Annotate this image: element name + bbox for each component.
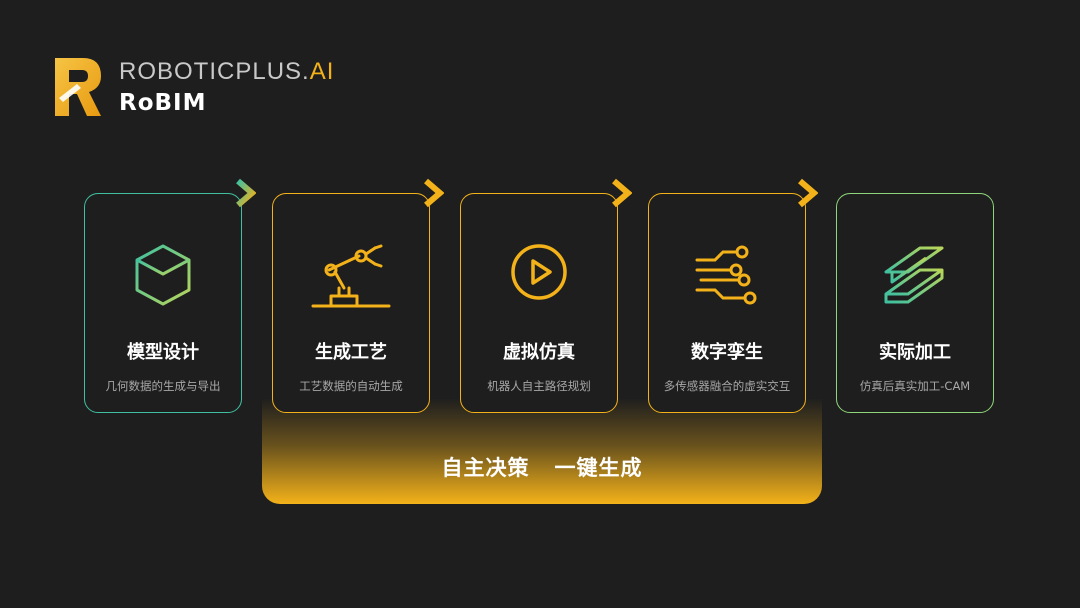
- card-actual-processing: 实际加工 仿真后真实加工-CAM: [836, 193, 994, 413]
- circuit-icon: [695, 245, 757, 305]
- highlight-band: 自主决策 一键生成: [262, 398, 822, 504]
- card-desc: 几何数据的生成与导出: [105, 379, 221, 393]
- brand-company-name: ROBOTICPLUS.AI: [119, 58, 335, 85]
- steel-beam-icon: [884, 246, 944, 304]
- card-title: 虚拟仿真: [503, 342, 575, 363]
- card-desc: 工艺数据的自动生成: [299, 379, 403, 393]
- chevron-right-icon: [612, 178, 632, 208]
- card-title: 模型设计: [127, 342, 199, 363]
- card-desc: 仿真后真实加工-CAM: [859, 379, 971, 393]
- robot-arm-icon: [311, 244, 391, 308]
- brand-header: ROBOTICPLUS.AI RoBIM: [55, 58, 334, 116]
- card-desc: 多传感器融合的虚实交互: [663, 379, 791, 393]
- card-title: 生成工艺: [315, 342, 387, 363]
- card-desc: 机器人自主路径规划: [487, 379, 591, 393]
- card-model-design: 模型设计 几何数据的生成与导出: [84, 193, 242, 413]
- card-generate-process: 生成工艺 工艺数据的自动生成: [272, 193, 430, 413]
- card-title: 实际加工: [879, 342, 951, 363]
- brand-product-name: RoBIM: [119, 90, 207, 116]
- play-icon: [511, 244, 567, 300]
- card-digital-twin: 数字孪生 多传感器融合的虚实交互: [648, 193, 806, 413]
- cube-icon: [135, 244, 191, 306]
- card-title: 数字孪生: [691, 342, 763, 363]
- card-virtual-simulation: 虚拟仿真 机器人自主路径规划: [460, 193, 618, 413]
- chevron-right-icon: [798, 178, 818, 208]
- robotic-plus-logo-icon: [55, 58, 101, 116]
- chevron-right-icon: [236, 178, 256, 208]
- highlight-label: 自主决策 一键生成: [441, 456, 643, 480]
- chevron-right-icon: [424, 178, 444, 208]
